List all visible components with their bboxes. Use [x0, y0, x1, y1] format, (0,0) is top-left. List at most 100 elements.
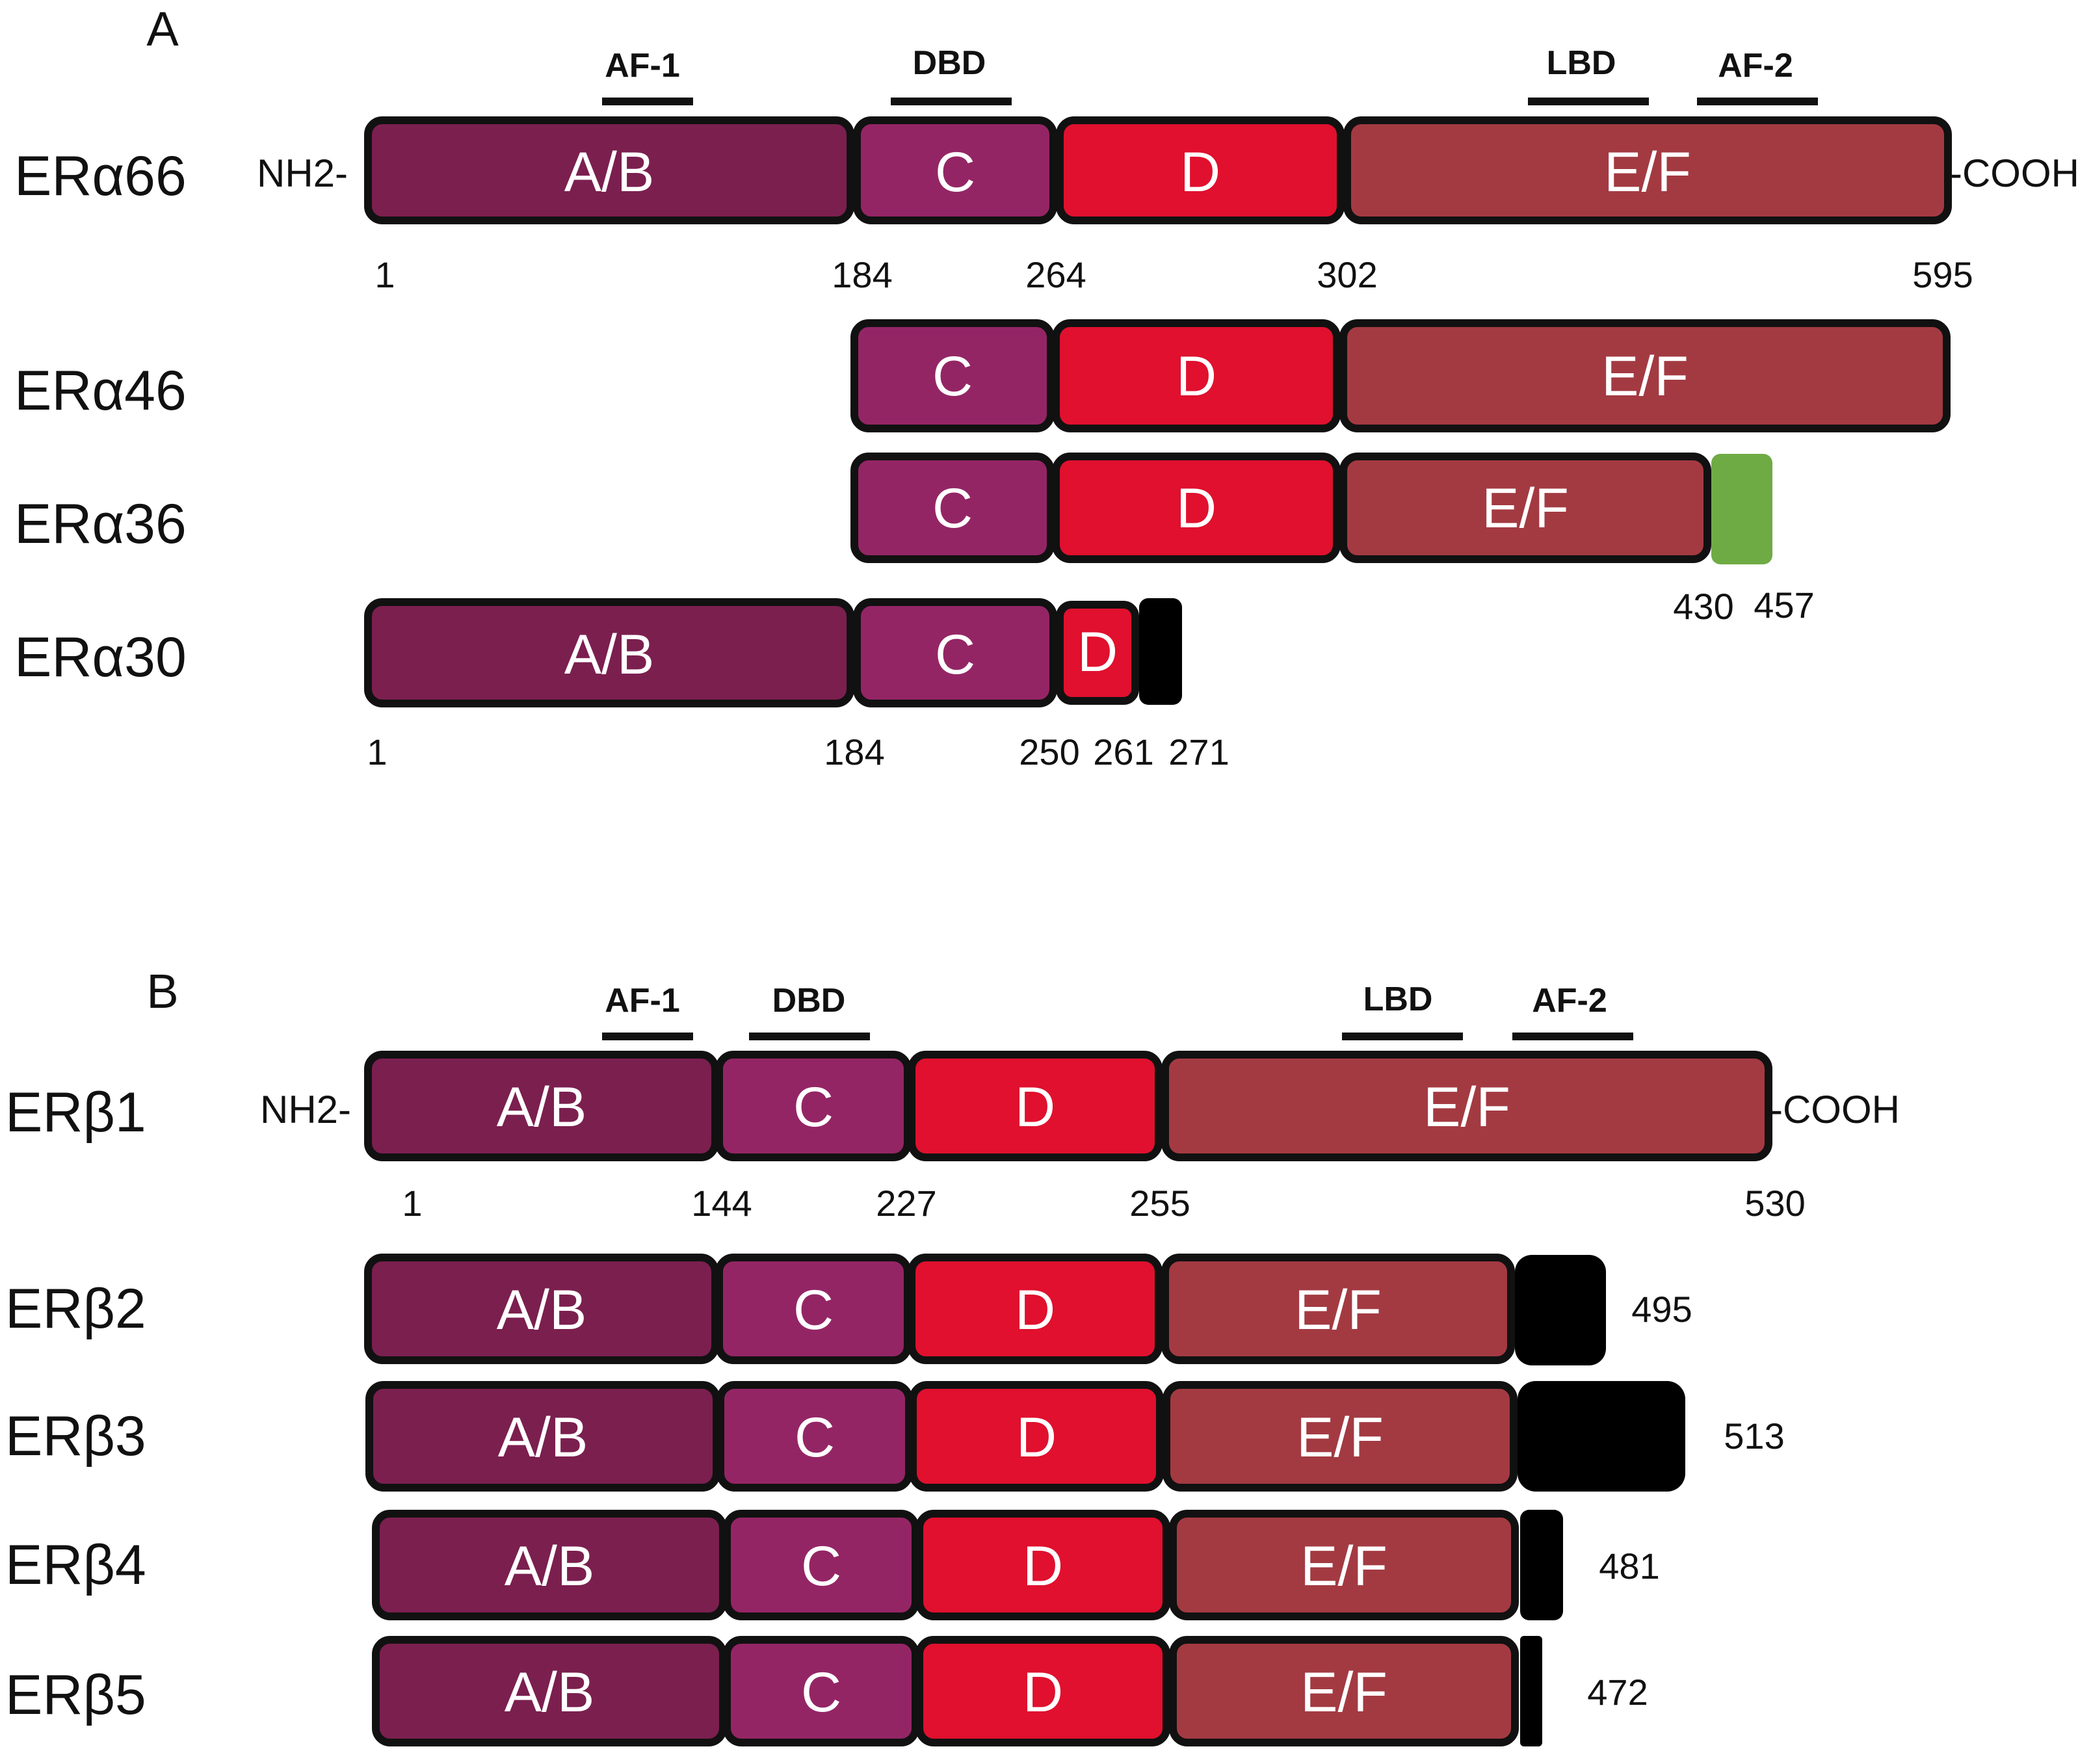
segment-ab	[364, 598, 854, 707]
segment-c-label: C	[793, 1076, 834, 1139]
segment-ef-label: E/F	[1300, 1661, 1387, 1724]
isoform-er-beta-2: ERβ2 A/B C D E/F 495	[5, 1254, 1692, 1365]
segment-ab-label: A/B	[497, 1279, 587, 1341]
segment-ab-label: A/B	[564, 141, 655, 204]
segment-c-label: C	[793, 1279, 834, 1341]
segment-d	[1052, 319, 1341, 432]
segment-d-label: D	[1016, 1406, 1057, 1469]
black-tail-segment	[1139, 598, 1182, 705]
position-label: 1	[402, 1183, 422, 1224]
position-label: 595	[1912, 254, 1973, 295]
isoform-er-alpha-30: ERα30 A/B C D 1 184 250 261 271	[14, 598, 1230, 772]
segment-d-label: D	[1015, 1076, 1055, 1139]
segment-c	[853, 116, 1057, 224]
segment-d-label: D	[1176, 477, 1216, 540]
segment-c	[850, 319, 1055, 432]
isoform-name: ERα66	[14, 145, 187, 207]
segment-ef-label: E/F	[1300, 1535, 1387, 1598]
dbd-label: DBD	[772, 982, 846, 1020]
position-label: 264	[1025, 254, 1086, 295]
segment-c	[850, 453, 1055, 563]
isoform-er-alpha-36: ERα36 C D E/F 430 457	[14, 453, 1815, 627]
position-label: 261	[1093, 731, 1153, 772]
segment-c-label: C	[932, 477, 973, 540]
n-terminus-label: NH2-	[257, 151, 348, 195]
segment-d	[909, 1381, 1164, 1492]
segment-ef-label: E/F	[1604, 141, 1691, 204]
black-tail-segment	[1520, 1636, 1542, 1746]
position-label: 271	[1168, 731, 1229, 772]
position-label: 250	[1019, 731, 1079, 772]
position-label: 513	[1724, 1415, 1784, 1456]
isoform-er-beta-3: ERβ3 A/B C D E/F 513	[5, 1381, 1785, 1492]
segment-c-label: C	[801, 1535, 841, 1598]
segment-ab-label: A/B	[564, 624, 655, 686]
isoform-name: ERα30	[14, 626, 187, 689]
af1-label: AF-1	[605, 47, 680, 85]
af2-label: AF-2	[1532, 982, 1607, 1020]
black-tail-segment	[1515, 1255, 1606, 1365]
segment-c-label: C	[801, 1661, 841, 1724]
segment-c	[853, 598, 1057, 707]
segment-d-label: D	[1023, 1661, 1063, 1724]
segment-c-label: C	[795, 1406, 835, 1469]
position-label: 144	[691, 1183, 752, 1224]
lbd-bar	[1528, 98, 1649, 105]
panel-b-functional-labels: AF-1 DBD LBD AF-2	[602, 981, 1633, 1040]
position-label: 184	[832, 254, 892, 295]
position-label: 1	[367, 731, 387, 772]
segment-d-label: D	[1023, 1535, 1063, 1598]
segment-ef-label: E/F	[1601, 345, 1689, 408]
segment-c-label: C	[935, 141, 975, 204]
segment-d	[1056, 116, 1345, 224]
segment-d	[1052, 453, 1341, 563]
panel-a-functional-labels: AF-1 DBD LBD AF-2	[602, 44, 1818, 105]
isoform-name: ERβ4	[5, 1534, 146, 1596]
position-label: 1	[375, 254, 395, 295]
green-tail-segment	[1711, 454, 1772, 564]
position-label: 227	[876, 1183, 936, 1224]
isoform-name: ERβ2	[5, 1278, 146, 1340]
segment-d	[915, 1636, 1170, 1746]
segment-d	[915, 1510, 1170, 1620]
c-terminus-label: -COOH	[1949, 151, 2079, 195]
segment-ef	[1163, 1381, 1518, 1492]
segment-d	[1056, 601, 1139, 705]
lbd-bar	[1342, 1033, 1463, 1040]
segment-c-label: C	[935, 624, 975, 686]
c-terminus-label: -COOH	[1770, 1088, 1900, 1131]
panel-b-label: B	[146, 964, 178, 1018]
isoform-name: ERβ5	[5, 1664, 146, 1726]
segment-ef	[1161, 1051, 1772, 1161]
position-label: 472	[1587, 1672, 1648, 1713]
isoform-name: ERβ3	[5, 1405, 146, 1468]
position-label: 430	[1673, 586, 1733, 627]
af1-bar	[602, 98, 693, 105]
position-label: 495	[1631, 1289, 1692, 1330]
position-label: 457	[1754, 585, 1814, 625]
isoform-er-alpha-66: ERα66 NH2- A/B C D E/F -COOH 1 184 264 3…	[14, 116, 2079, 295]
dbd-label: DBD	[913, 44, 986, 82]
af1-bar	[602, 1033, 693, 1040]
segment-ab-label: A/B	[505, 1535, 595, 1598]
segment-ab-label: A/B	[498, 1406, 588, 1469]
segment-ef	[1169, 1510, 1519, 1620]
segment-ab-label: A/B	[505, 1661, 595, 1724]
segment-d-label: D	[1180, 141, 1220, 204]
segment-ef	[1161, 1254, 1515, 1364]
position-label: 184	[824, 731, 884, 772]
segment-ef-label: E/F	[1423, 1076, 1510, 1139]
isoform-name: ERα36	[14, 493, 187, 555]
lbd-label: LBD	[1547, 44, 1616, 82]
segment-d	[908, 1051, 1163, 1161]
black-tail-segment	[1520, 1510, 1563, 1620]
segment-d-label: D	[1077, 621, 1118, 683]
segment-ab-label: A/B	[497, 1076, 587, 1139]
black-tail-segment	[1518, 1381, 1685, 1492]
position-label: 302	[1317, 254, 1377, 295]
lbd-label: LBD	[1363, 981, 1433, 1018]
panel-a-label: A	[146, 2, 179, 56]
segment-ef-label: E/F	[1295, 1279, 1382, 1341]
